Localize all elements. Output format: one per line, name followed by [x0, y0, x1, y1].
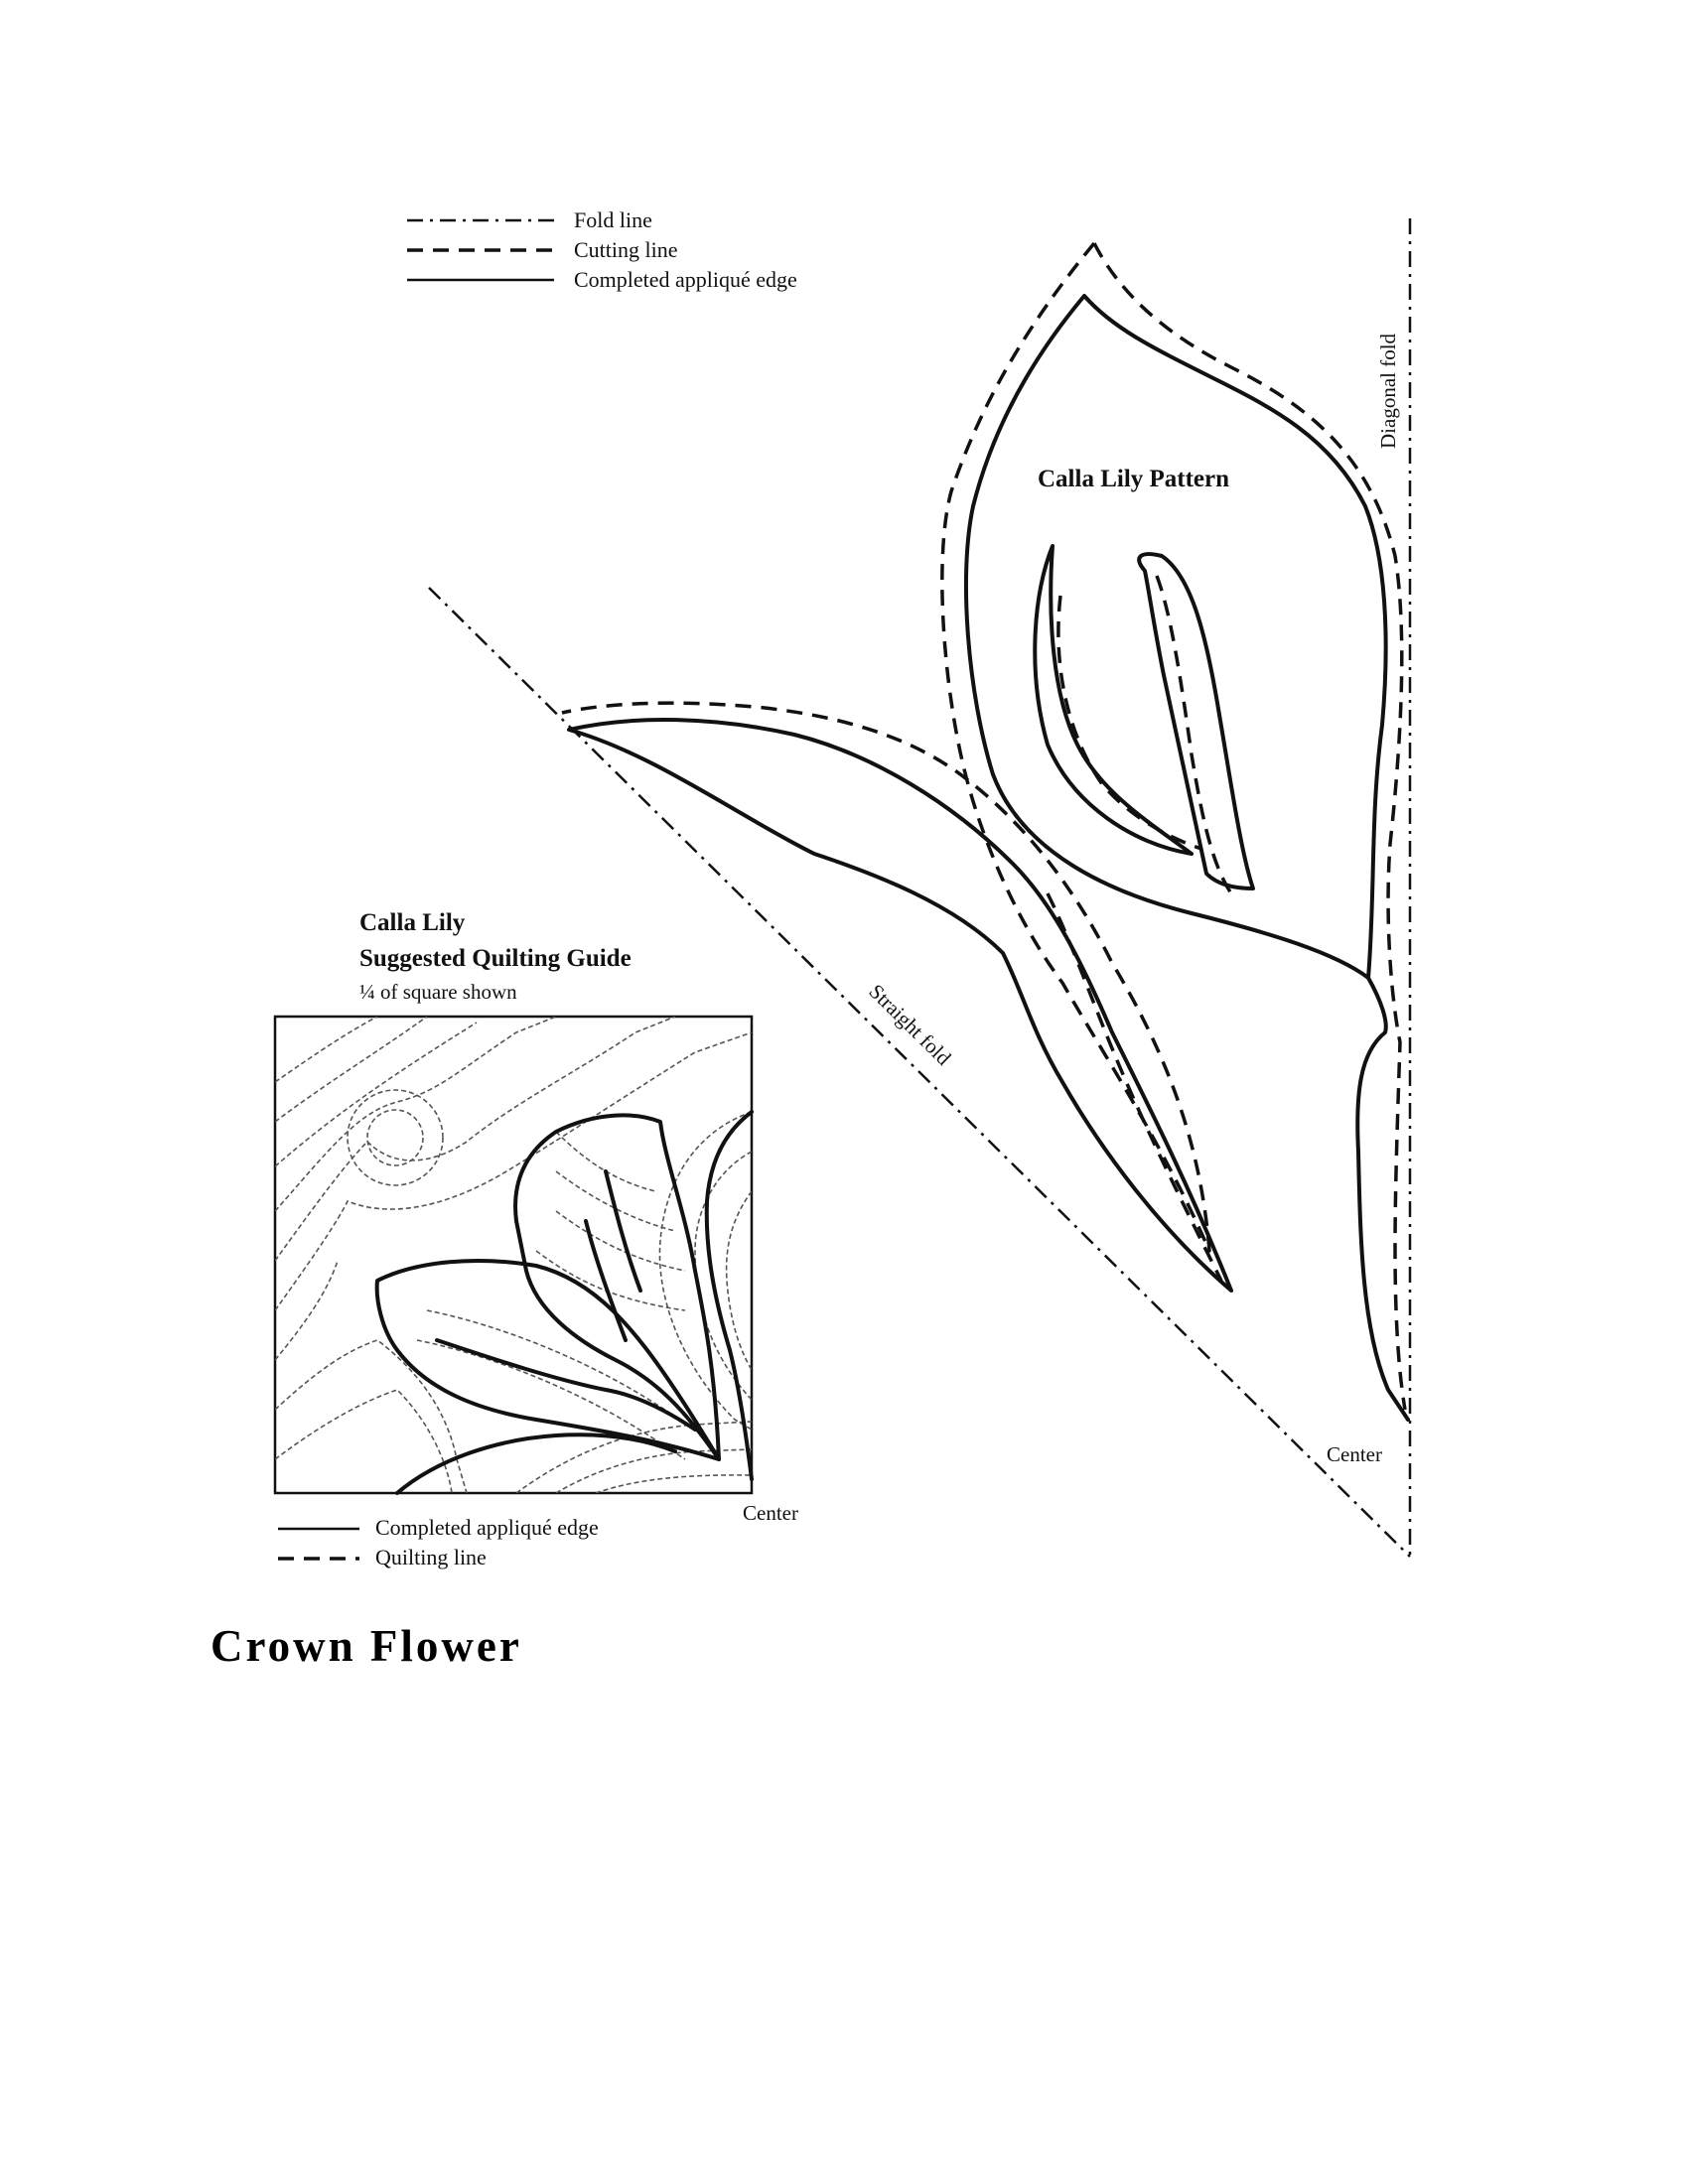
straight-fold-line [428, 587, 1411, 1558]
stem-outline [1355, 976, 1410, 1422]
legend-fold-line-label: Fold line [574, 207, 652, 232]
pattern-cutting-line [561, 241, 1407, 1411]
guide-frame [273, 1015, 754, 1495]
legend-bottom-quilting-label: Quilting line [375, 1545, 487, 1570]
quilting-guide-square [273, 1015, 754, 1495]
guide-title: Calla Lily [359, 909, 466, 936]
section-heading: Crown Flower [211, 1621, 522, 1671]
leaf-outline [567, 717, 1233, 1293]
spadix-outline [1137, 552, 1255, 890]
guide-center-label: Center [743, 1501, 798, 1525]
inner-curve-outline [1033, 544, 1194, 856]
guide-right-arc [704, 1110, 754, 1481]
pattern-title: Calla Lily Pattern [1038, 466, 1229, 492]
diagonal-fold-label: Diagonal fold [1376, 333, 1400, 449]
legend-completed-edge-label: Completed appliqué edge [574, 267, 797, 292]
guide-bottom-arc [395, 1433, 677, 1495]
guide-leaf-outline [374, 1259, 721, 1461]
guide-subtitle: Suggested Quilting Guide [359, 945, 632, 972]
straight-fold-label: Straight fold [864, 979, 955, 1070]
legend-bottom-edge-label: Completed appliqué edge [375, 1515, 599, 1540]
legend-bottom: Completed appliqué edge Quilting line [278, 1515, 599, 1570]
legend-cutting-line-label: Cutting line [574, 237, 678, 262]
spathe-outline [963, 294, 1388, 980]
guide-note: ¼ of square shown [359, 980, 517, 1004]
guide-spathe-outline [513, 1113, 721, 1461]
pattern-center-label: Center [1327, 1442, 1382, 1466]
legend-top: Fold line Cutting line Completed appliqu… [407, 207, 797, 292]
guide-stem-veins [435, 1169, 697, 1432]
pattern-completed-edge [567, 294, 1410, 1422]
pattern-inner-cutting-details [1046, 575, 1233, 1282]
